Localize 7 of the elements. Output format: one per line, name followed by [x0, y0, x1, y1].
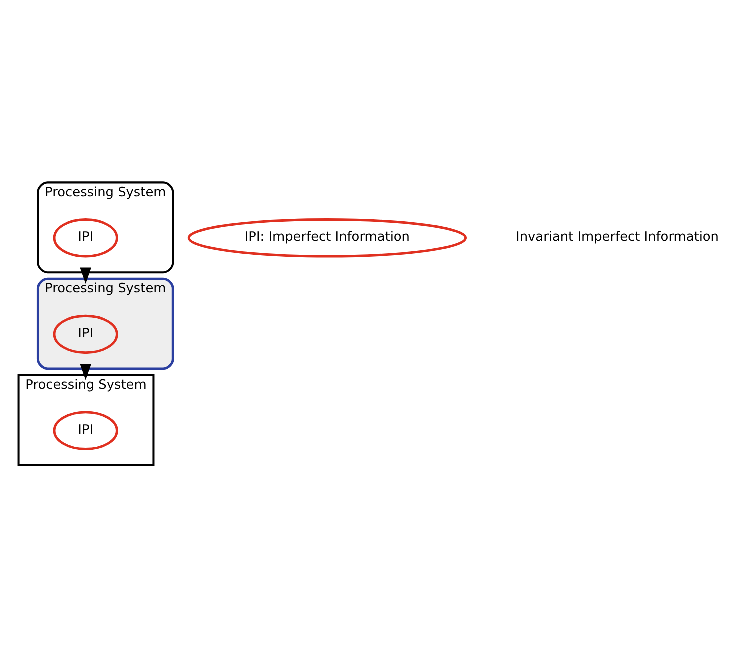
label: Invariant Imperfect Information [516, 230, 719, 245]
node-ellipse: IPI [53, 218, 118, 258]
node-ellipse: IPI [53, 314, 118, 354]
node-ellipse: IPI: Imperfect Information [188, 218, 468, 258]
node-ellipse: IPI [53, 410, 118, 450]
arrow [80, 267, 92, 284]
arrow [80, 364, 92, 380]
